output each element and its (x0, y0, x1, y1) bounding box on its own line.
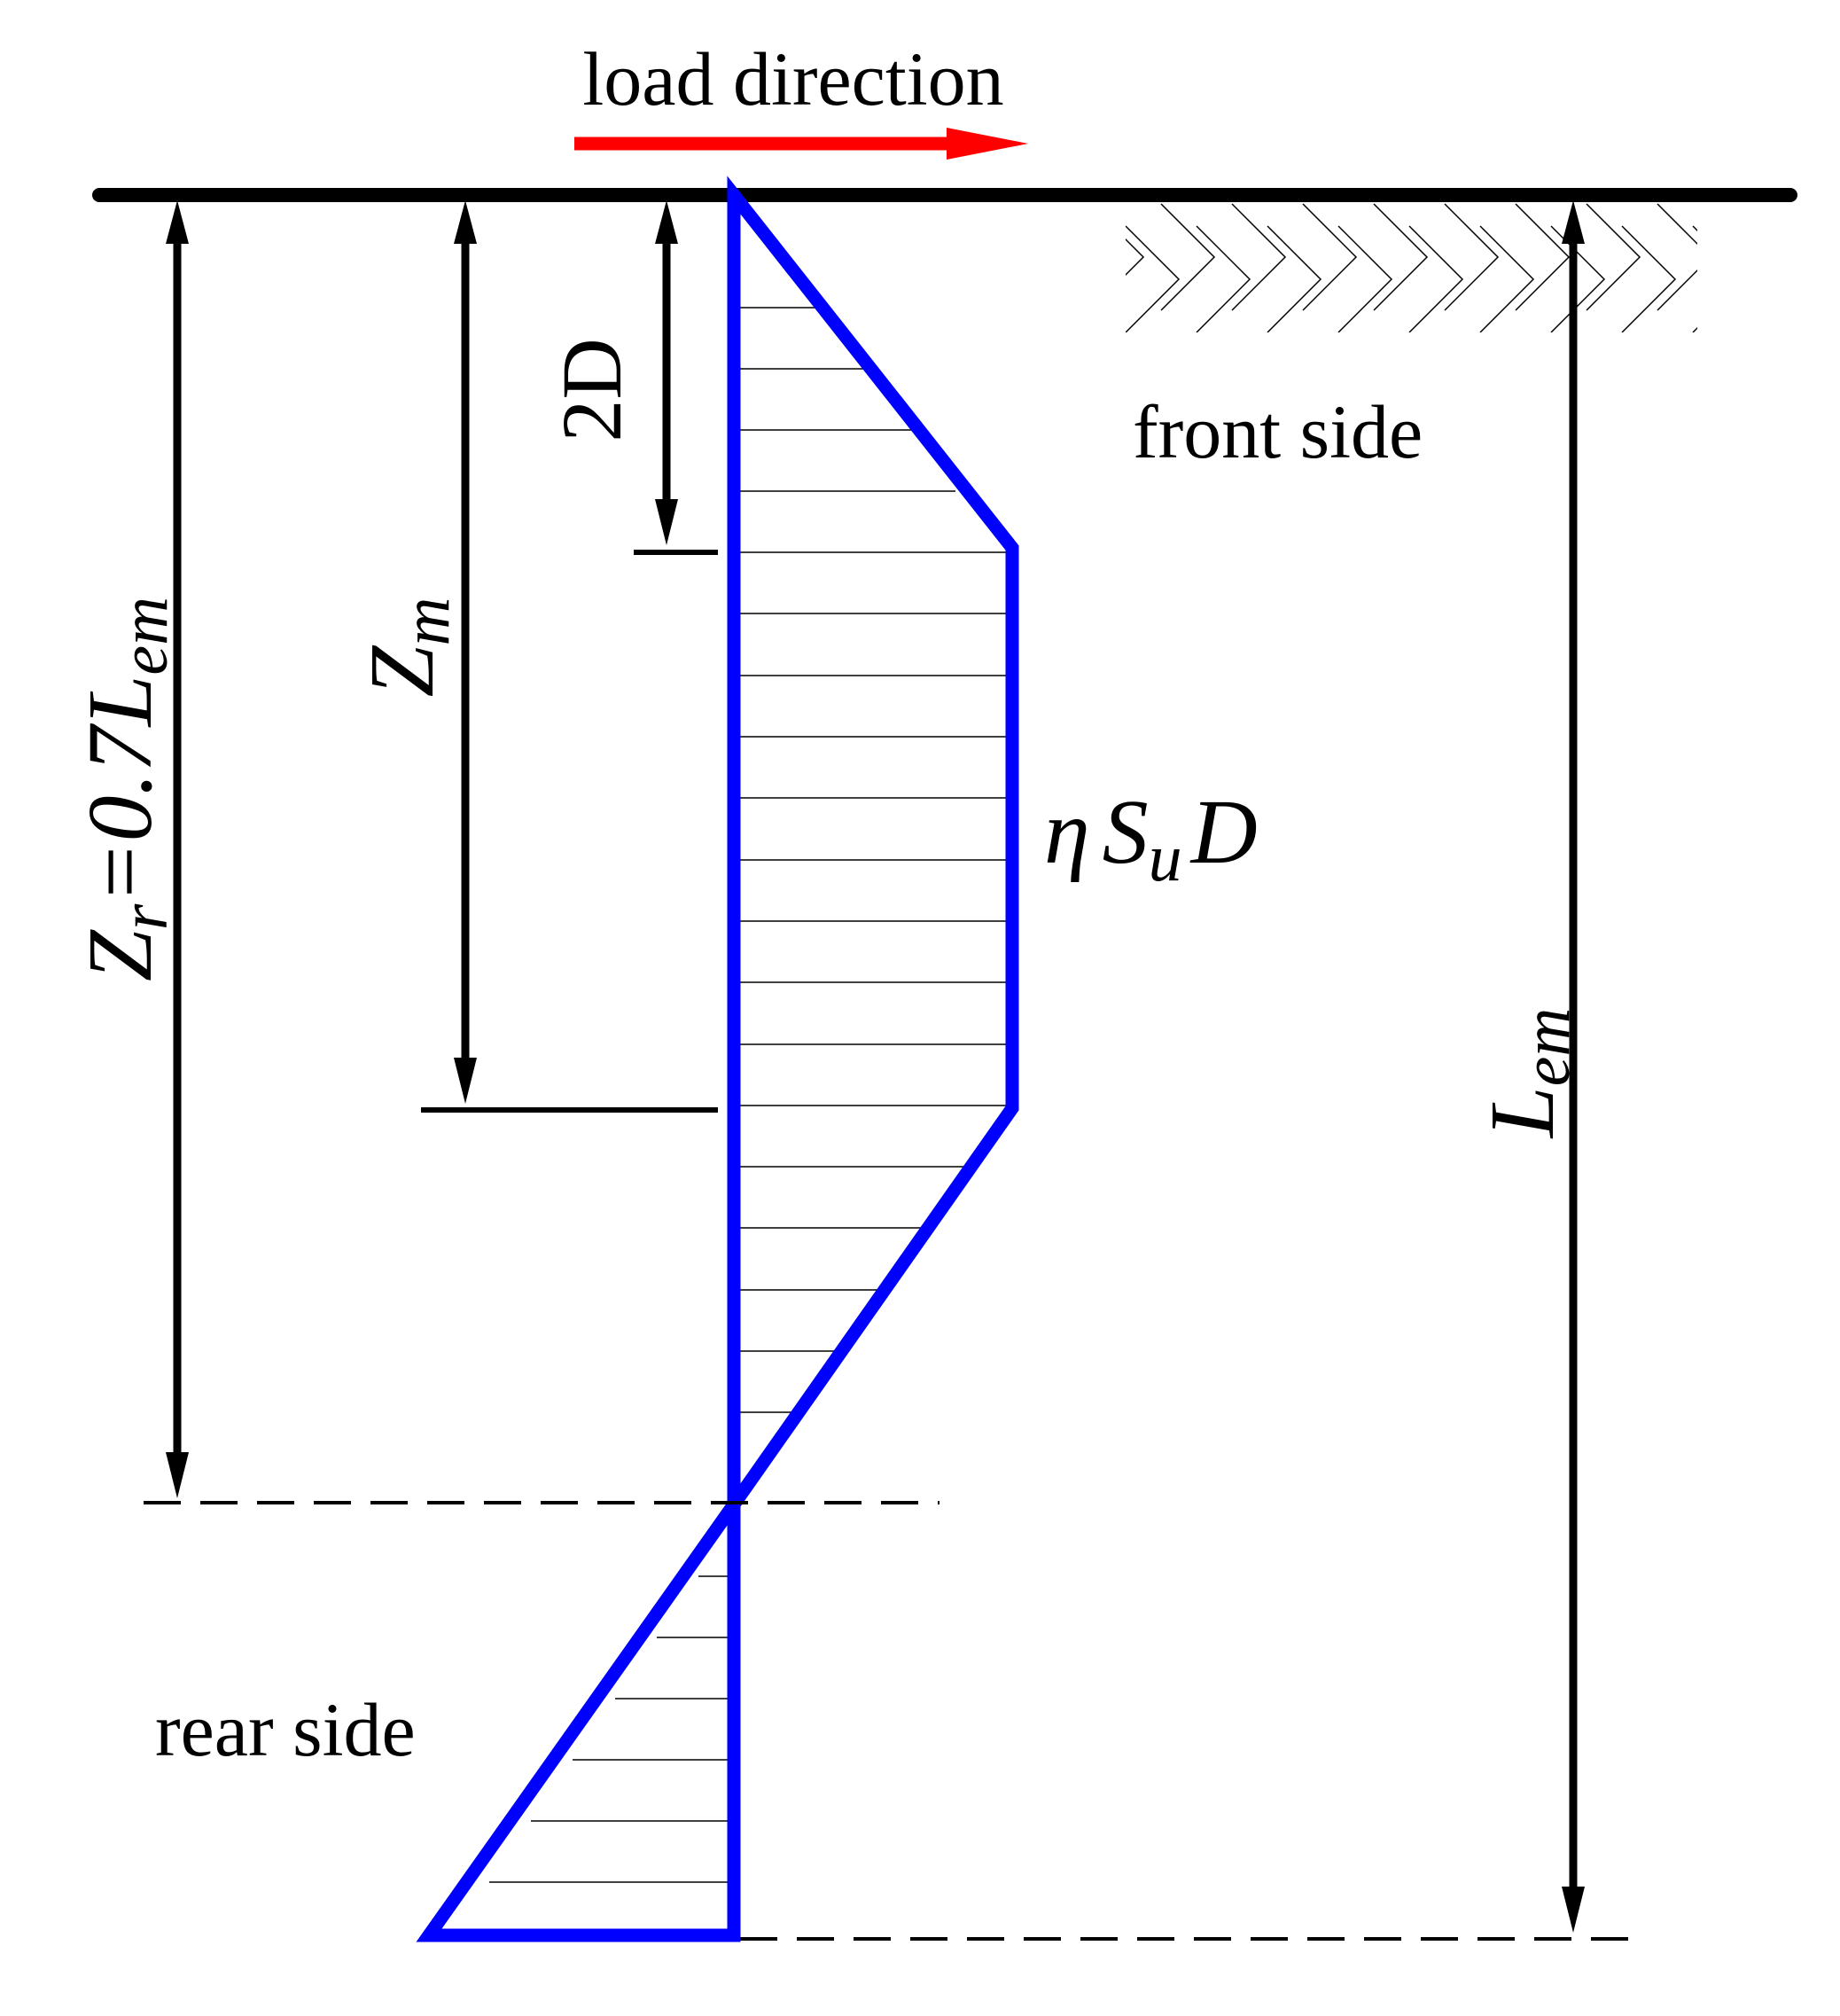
upper-profile-hatching (740, 307, 1012, 1413)
zm-label: Zm (351, 598, 464, 698)
front-side-label: front side (1133, 389, 1423, 474)
s-subscript: u (1149, 821, 1182, 895)
lem-main: L (1471, 1086, 1573, 1139)
zr-equation: =0.7L (69, 676, 171, 904)
zr-em-subscript: em (107, 597, 182, 676)
two-d-label: 2D (544, 338, 639, 441)
lem-subscript: em (1509, 1008, 1584, 1087)
lem-dimension-arrow (1562, 200, 1585, 1933)
rear-side-label: rear side (155, 1687, 416, 1772)
d-symbol: D (1189, 781, 1258, 883)
two-d-dimension-arrow (655, 200, 678, 545)
load-direction-label: load direction (582, 36, 1003, 121)
s-symbol: S (1103, 781, 1149, 883)
zr-label: Zr=0.7Lem (69, 597, 182, 981)
front-resistance-profile (727, 176, 1019, 1526)
rear-resistance-profile (416, 1483, 741, 1942)
lem-label: Lem (1471, 1008, 1584, 1139)
zr-main: Z (69, 929, 171, 981)
eta-symbol: η (1044, 781, 1090, 883)
soil-hatch-symbol (1126, 203, 1697, 332)
zm-subscript: m (389, 598, 464, 646)
zr-subscript: r (107, 903, 182, 930)
zm-dimension-arrow (454, 200, 477, 1104)
lower-profile-hatching (489, 1575, 731, 1883)
zr-dimension-arrow (166, 200, 189, 1498)
zm-main: Z (351, 645, 453, 697)
load-direction-arrow (574, 128, 1028, 160)
